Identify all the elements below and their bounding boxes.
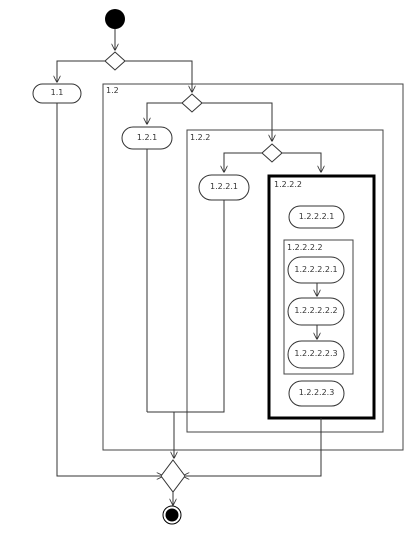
merge-node [160,459,186,493]
action-1-2-2-2-3-shape [288,380,345,407]
edge-to-decision-2 [125,60,192,92]
decision-node-1 [104,51,126,71]
region-1-2 [102,83,404,451]
edge-1-2-2-2-out [183,418,322,476]
edge-to-1-1 [57,60,105,82]
region-label-1-2-2-2-2: 1.2.2.2.2 [287,243,323,252]
action-1-2-1-label: 1.2.1 [136,133,158,142]
region-1-2-2-2-2 [283,239,354,375]
action-1-2-2-2-2-2-label: 1.2.2.2.2.2 [294,306,338,315]
region-label-1-2-2-2: 1.2.2.2 [274,180,302,189]
edge-1-2-2-1-out [147,200,225,413]
action-1-2-2-2-2-1-shape [287,256,345,284]
action-1-2-2-2-2-3-shape [287,340,345,369]
edge-to-1-2-2-1 [224,152,262,172]
final-node-core [165,508,179,522]
region-label-1-2-2: 1.2.2 [190,133,211,142]
edge-to-decision-3 [202,102,272,141]
action-1-2-2-1-label: 1.2.2.1 [210,182,238,191]
action-1-2-2-2-1-shape [288,205,345,229]
initial-node [105,9,125,29]
decision-node-3 [261,143,283,163]
edge-to-1-2-1 [147,102,182,124]
region-label-1-2: 1.2 [106,86,119,95]
action-1-2-2-2-2-1-label: 1.2.2.2.2.1 [294,265,338,274]
region-1-2-2 [186,129,384,433]
edge-to-1-2-2-2 [282,152,321,172]
action-1-2-2-2-1-label: 1.2.2.2.1 [298,212,335,221]
action-1-2-2-2-3-label: 1.2.2.2.3 [298,388,335,397]
decision-node-2 [181,93,203,113]
action-1-2-2-2-2-2-shape [287,297,345,326]
action-1-2-2-2-2-3-label: 1.2.2.2.2.3 [294,349,338,358]
edge-1-1-out [56,103,163,476]
action-1-1-label: 1.1 [50,88,64,97]
